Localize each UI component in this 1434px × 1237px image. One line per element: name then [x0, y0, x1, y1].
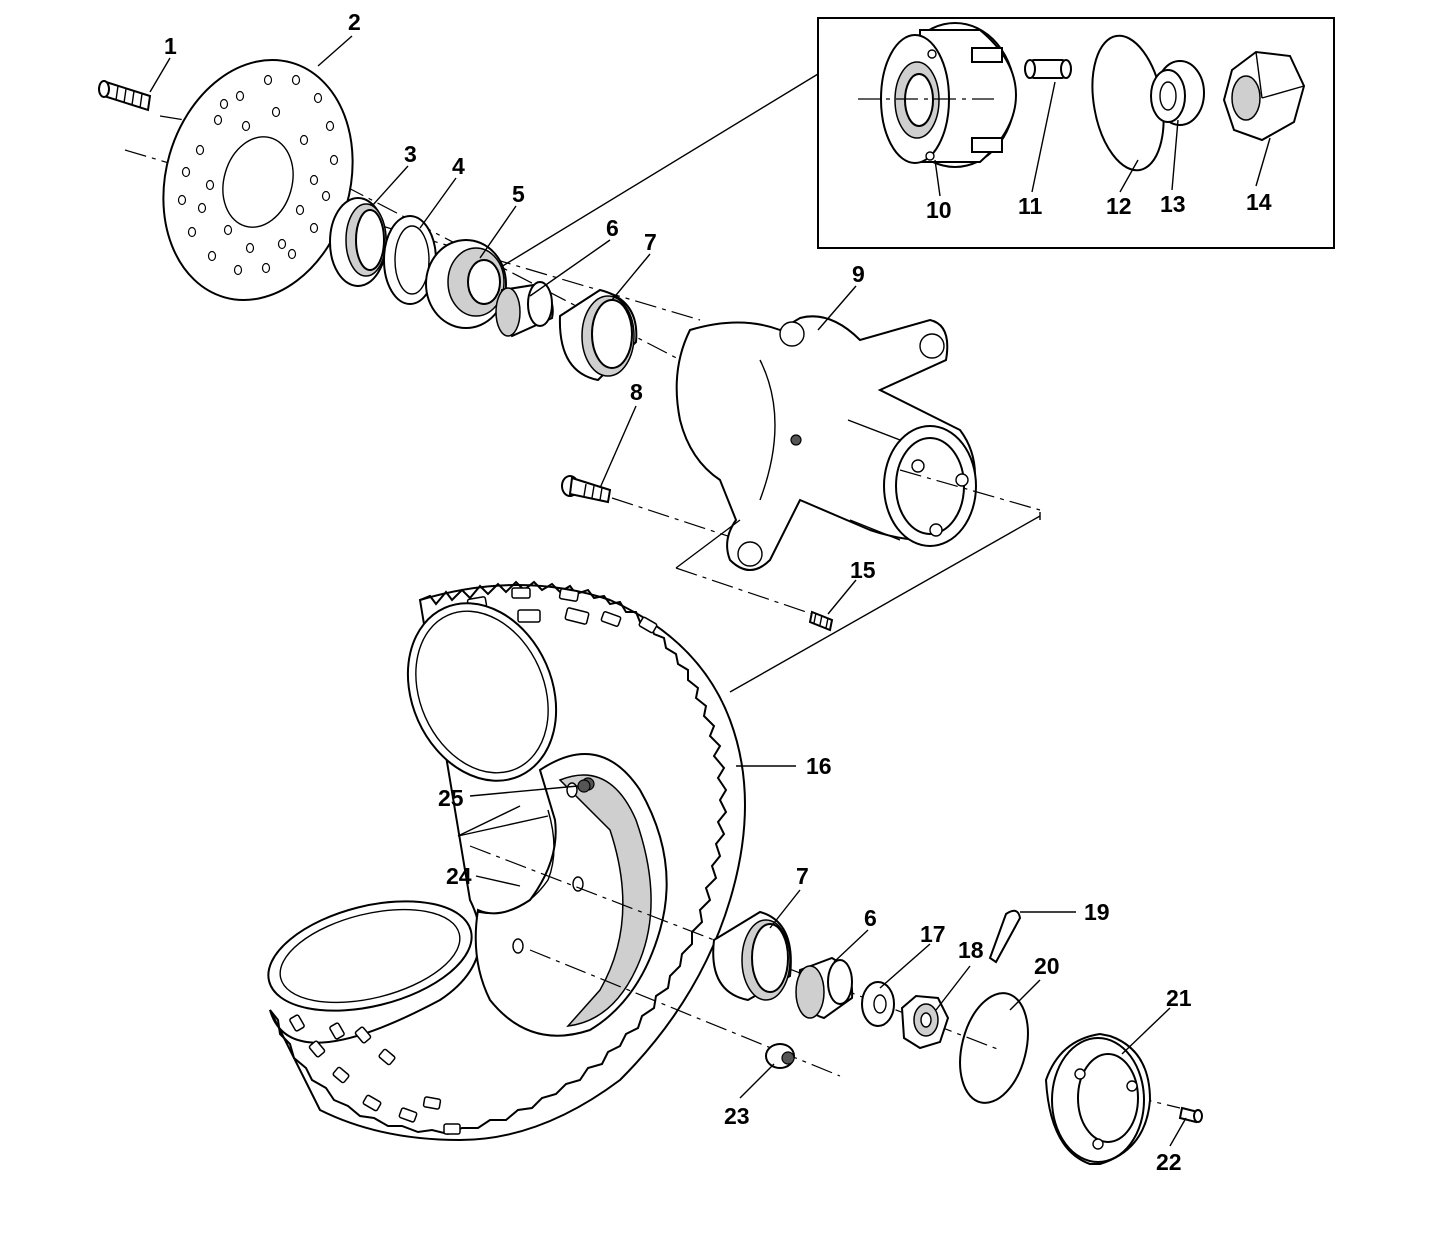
callout-10: 10 — [926, 197, 952, 223]
part-7-race-upper — [558, 288, 638, 382]
callout-14: 14 — [1246, 189, 1272, 215]
part-17-washer — [861, 981, 895, 1027]
part-1-bolt — [98, 80, 152, 112]
part-2-brake-disc — [162, 59, 354, 301]
part-7-race-lower — [712, 910, 792, 1002]
part-5-collar — [425, 239, 507, 329]
tire-bead-lower — [267, 900, 473, 1012]
callout-numbers: 1 2 3 4 5 6 7 8 9 10 11 12 13 14 15 16 2… — [164, 9, 1272, 1175]
callout-19: 19 — [1084, 899, 1110, 925]
knuckle-centerlines — [675, 469, 1041, 693]
callout-1: 1 — [164, 33, 177, 59]
inset-leaders — [934, 81, 1271, 197]
part-8-bolt — [561, 475, 741, 541]
callout-13: 13 — [1160, 191, 1186, 217]
part-4-ring — [383, 215, 437, 305]
callout-22: 22 — [1156, 1149, 1182, 1175]
callout-15: 15 — [850, 557, 876, 583]
callout-24: 24 — [446, 863, 472, 889]
part-25-valve-stem — [577, 779, 591, 793]
part-10-hub-collar — [858, 22, 1018, 168]
part-23-lug-nut — [765, 1043, 795, 1069]
part-13-washer — [1150, 60, 1205, 126]
callout-9: 9 — [852, 261, 865, 287]
callout-25: 25 — [438, 785, 464, 811]
part-3-seal — [329, 197, 387, 287]
leader-lines — [149, 35, 1187, 1147]
callout-6-lower: 6 — [864, 905, 877, 931]
callout-2: 2 — [348, 9, 361, 35]
part-16-tire — [269, 580, 746, 1142]
callout-5: 5 — [512, 181, 525, 207]
callout-20: 20 — [1034, 953, 1060, 979]
callout-6-upper: 6 — [606, 215, 619, 241]
callout-7-lower: 7 — [796, 863, 809, 889]
tire-bead-lower-inner — [279, 908, 461, 1004]
rim-edge-lines-2 — [457, 815, 549, 837]
rim-edge-lines — [457, 805, 521, 837]
tire-bead-upper — [406, 602, 558, 782]
part-21-hub-cap — [1044, 1032, 1152, 1165]
part-15-stud — [808, 610, 834, 632]
part-6-bearing-upper — [495, 281, 554, 338]
part-19-cotter-pin — [988, 909, 1076, 964]
callout-11: 11 — [1018, 193, 1043, 219]
part-6-bearing-lower — [795, 956, 854, 1020]
part-20-o-ring — [959, 992, 1029, 1104]
inset-leader-line — [495, 73, 819, 271]
callout-12: 12 — [1106, 193, 1132, 219]
callout-17: 17 — [920, 921, 946, 947]
part-9-knuckle — [675, 315, 977, 571]
callout-23: 23 — [724, 1103, 750, 1129]
callout-16: 16 — [806, 753, 832, 779]
part-22-screw — [1178, 1106, 1203, 1124]
callout-3: 3 — [404, 141, 417, 167]
callout-7-upper: 7 — [644, 229, 657, 255]
callout-21: 21 — [1166, 985, 1192, 1011]
callout-4: 4 — [452, 153, 465, 179]
part-14-nut — [1222, 50, 1306, 142]
tire-bead-upper-inner — [415, 610, 549, 774]
callout-8: 8 — [630, 379, 643, 405]
callout-18: 18 — [958, 937, 984, 963]
part-11-pin — [1024, 59, 1072, 79]
